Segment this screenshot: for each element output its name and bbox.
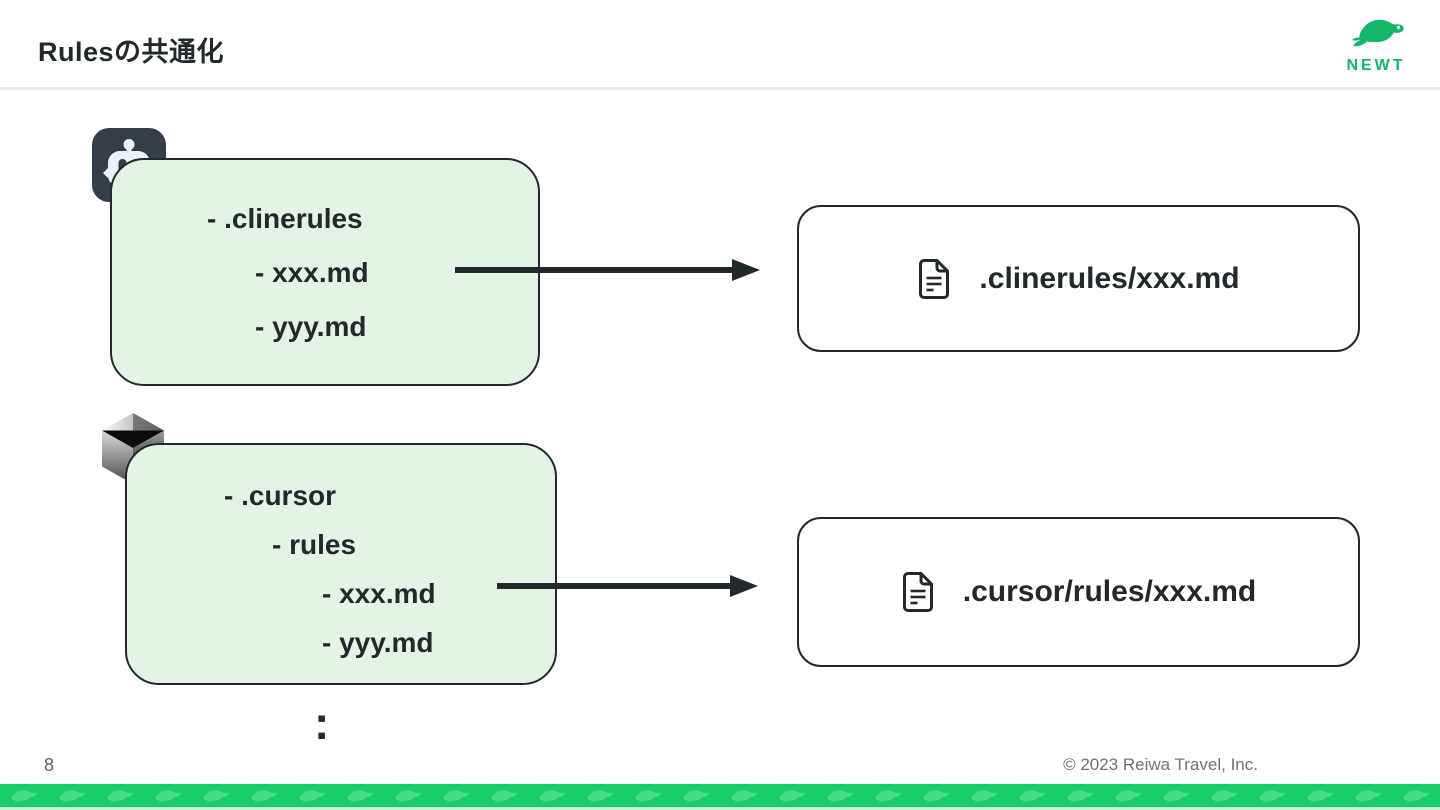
cursor-result-box: .cursor/rules/xxx.md [797,517,1360,667]
turtle-pattern-icon [11,789,37,803]
turtle-pattern-icon [683,789,709,803]
result-path: .cursor/rules/xxx.md [962,575,1257,608]
turtle-pattern-icon [443,789,469,803]
copyright: © 2023 Reiwa Travel, Inc. [1063,755,1258,774]
turtle-pattern-icon [779,789,805,803]
tree-line: - xxx.md [322,578,436,609]
turtle-pattern-icon [395,789,421,803]
page-title: Rulesの共通化 [38,37,225,67]
turtle-pattern-icon [107,789,133,803]
turtle-pattern-icon [1211,789,1237,803]
page-number: 8 [44,755,55,775]
turtle-pattern-icon [155,789,181,803]
cursor-tree-box: - .cursor - rules - xxx.md - yyy.md [125,443,557,685]
turtle-icon [1345,19,1407,58]
turtle-pattern-icon [1355,789,1381,803]
document-icon [917,258,951,300]
result-path: .clinerules/xxx.md [979,261,1240,295]
turtle-pattern-icon [59,789,85,803]
tree-line: - xxx.md [255,257,369,288]
continuation-ellipsis: : [314,697,330,749]
turtle-pattern-icon [251,789,277,803]
turtle-pattern-icon [1403,789,1429,803]
document-icon [901,571,935,613]
slide-header: Rulesの共通化 NEWT [0,0,1440,90]
turtle-pattern-icon [539,789,565,803]
brand-wordmark: NEWT [1346,57,1406,74]
cline-result-box: .clinerules/xxx.md [797,205,1360,352]
tree-line: - rules [272,529,357,560]
arrow-cursor-to-file [492,571,760,606]
tree-line: - .clinerules [207,203,363,234]
turtle-pattern-icon [1019,789,1045,803]
turtle-pattern-icon [731,789,757,803]
turtle-pattern-icon [971,789,997,803]
turtle-pattern-icon [203,789,229,803]
turtle-pattern-icon [587,789,613,803]
tree-line: - .cursor [224,480,337,511]
footer-turtle-pattern [0,784,1440,807]
turtle-pattern-icon [1067,789,1093,803]
turtle-pattern-icon [923,789,949,803]
turtle-pattern-icon [1163,789,1189,803]
turtle-pattern-icon [1307,789,1333,803]
turtle-pattern-icon [299,789,325,803]
tree-line: - yyy.md [255,311,367,342]
tree-line: - yyy.md [322,627,434,658]
brand-logo: NEWT [1334,10,1418,76]
turtle-pattern-icon [827,789,853,803]
turtle-pattern-icon [491,789,517,803]
turtle-pattern-icon [347,789,373,803]
turtle-pattern-icon [635,789,661,803]
turtle-pattern-icon [875,789,901,803]
arrow-cline-to-file [450,255,762,290]
footer-underline [0,807,1440,810]
turtle-pattern-icon [1115,789,1141,803]
turtle-pattern-icon [1259,789,1285,803]
